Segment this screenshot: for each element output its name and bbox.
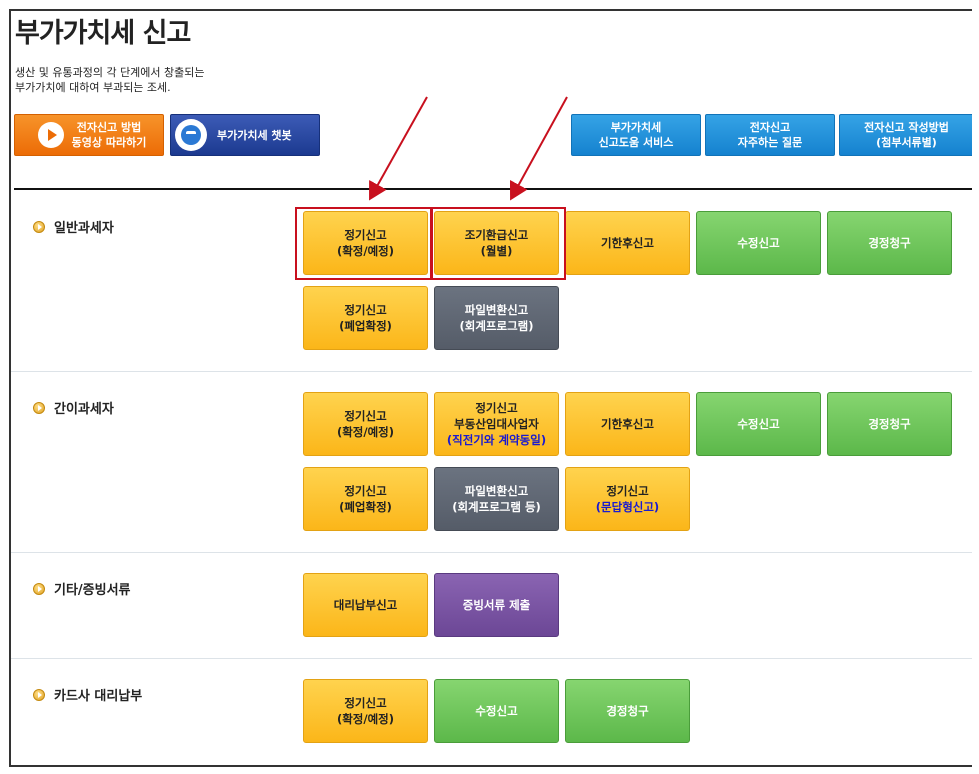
button-note: (직전기와 계약동일) — [446, 433, 547, 447]
main-frame: 부가가치세 신고 생산 및 유통과정의 각 단계에서 창출되는 부가가치에 대하… — [9, 9, 972, 767]
section-separator — [11, 658, 972, 659]
button-label-line1: 파일변환신고 — [464, 484, 529, 498]
simple-correction-claim-button[interactable]: 경정청구 — [827, 392, 952, 456]
general-closure-filing-button[interactable]: 정기신고 (폐업확정) — [303, 286, 428, 350]
button-label: 수정신고 — [737, 236, 780, 250]
video-guide-label: 전자신고 방법 동영상 따라하기 — [72, 120, 147, 150]
chatbot-label: 부가가치세 챗봇 — [217, 128, 292, 142]
button-label-line1: 정기신고 — [344, 484, 387, 498]
button-label-line1: 파일변환신고 — [464, 303, 529, 317]
faq-label-line1: 전자신고 — [749, 121, 791, 134]
button-label-line2: (확정/예정) — [336, 425, 395, 439]
filing-help-service-button[interactable]: 부가가치세 신고도움 서비스 — [571, 114, 701, 156]
button-label: 대리납부신고 — [333, 598, 398, 612]
video-guide-label-line2: 동영상 따라하기 — [71, 136, 147, 149]
general-file-conversion-button[interactable]: 파일변환신고 (회계프로그램) — [434, 286, 559, 350]
button-label-line2: (확정/예정) — [336, 244, 395, 258]
button-label-line2: (월별) — [480, 244, 513, 258]
filing-guide-label-line1: 전자신고 작성방법 — [864, 121, 949, 134]
simple-closure-filing-button[interactable]: 정기신고 (폐업확정) — [303, 467, 428, 531]
button-label: 증빙서류 제출 — [462, 598, 531, 612]
simple-regular-filing-button[interactable]: 정기신고 (확정/예정) — [303, 392, 428, 456]
section-separator — [11, 371, 972, 372]
general-late-filing-button[interactable]: 기한후신고 — [565, 211, 690, 275]
category-general-taxpayer: 일반과세자 — [33, 217, 114, 236]
bullet-icon — [33, 582, 45, 595]
video-guide-button[interactable]: 전자신고 방법 동영상 따라하기 — [14, 114, 164, 156]
general-amended-filing-button[interactable]: 수정신고 — [696, 211, 821, 275]
simple-late-filing-button[interactable]: 기한후신고 — [565, 392, 690, 456]
button-label-line1: 조기환급신고 — [464, 228, 529, 242]
category-card-proxy-payment: 카드사 대리납부 — [33, 685, 142, 704]
chatbot-icon — [175, 119, 207, 151]
category-title: 카드사 대리납부 — [54, 689, 143, 704]
simple-real-estate-lease-filing-button[interactable]: 정기신고 부동산임대사업자 (직전기와 계약동일) — [434, 392, 559, 456]
simple-qa-filing-button[interactable]: 정기신고 (문답형신고) — [565, 467, 690, 531]
button-label: 경정청구 — [606, 704, 649, 718]
button-label-line1: 정기신고 — [344, 228, 387, 242]
card-correction-claim-button[interactable]: 경정청구 — [565, 679, 690, 743]
arrow-to-early-refund — [509, 96, 568, 201]
filing-guide-label-line2: (첨부서류별) — [876, 136, 937, 149]
play-icon — [37, 122, 64, 148]
simple-amended-filing-button[interactable]: 수정신고 — [696, 392, 821, 456]
submit-documents-button[interactable]: 증빙서류 제출 — [434, 573, 559, 637]
button-label-line1: 정기신고 — [475, 401, 518, 415]
arrow-to-regular-filing — [369, 96, 428, 201]
divider — [14, 188, 972, 190]
button-label: 수정신고 — [737, 417, 780, 431]
simple-file-conversion-button[interactable]: 파일변환신고 (회계프로그램 등) — [434, 467, 559, 531]
filing-help-label-line1: 부가가치세 — [610, 121, 662, 134]
bullet-icon — [33, 688, 45, 701]
button-label: 경정청구 — [868, 236, 911, 250]
proxy-payment-filing-button[interactable]: 대리납부신고 — [303, 573, 428, 637]
chatbot-button[interactable]: 부가가치세 챗봇 — [170, 114, 320, 156]
category-etc-documents: 기타/증빙서류 — [33, 579, 131, 598]
button-note: (문답형신고) — [595, 500, 660, 514]
button-label-line1: 정기신고 — [344, 696, 387, 710]
page-title: 부가가치세 신고 — [15, 18, 191, 49]
description-line: 생산 및 유통과정의 각 단계에서 창출되는 — [15, 66, 205, 79]
card-amended-filing-button[interactable]: 수정신고 — [434, 679, 559, 743]
button-label-line2: (폐업확정) — [339, 319, 392, 333]
button-label-line1: 정기신고 — [344, 409, 387, 423]
faq-button[interactable]: 전자신고 자주하는 질문 — [705, 114, 835, 156]
bullet-icon — [33, 401, 45, 414]
bullet-icon — [33, 220, 45, 233]
button-label-line2: (확정/예정) — [336, 712, 395, 726]
filing-help-label-line2: 신고도움 서비스 — [598, 136, 674, 149]
general-correction-claim-button[interactable]: 경정청구 — [827, 211, 952, 275]
category-title: 간이과세자 — [54, 402, 114, 417]
general-early-refund-button[interactable]: 조기환급신고 (월별) — [434, 211, 559, 275]
section-separator — [11, 552, 972, 553]
button-label: 기한후신고 — [601, 236, 654, 250]
video-guide-label-line1: 전자신고 방법 — [76, 121, 142, 134]
page-description: 생산 및 유통과정의 각 단계에서 창출되는 부가가치에 대하여 부과되는 조세… — [15, 65, 205, 95]
button-label-line1: 정기신고 — [606, 484, 649, 498]
button-label: 기한후신고 — [601, 417, 654, 431]
button-label: 수정신고 — [475, 704, 518, 718]
button-label-line2: (회계프로그램) — [459, 319, 534, 333]
category-title: 기타/증빙서류 — [54, 583, 131, 598]
button-label-line2: 부동산임대사업자 — [454, 417, 539, 431]
annotation-arrows — [369, 96, 568, 201]
category-title: 일반과세자 — [54, 221, 114, 236]
button-label-line2: (폐업확정) — [339, 500, 392, 514]
description-line: 부가가치에 대하여 부과되는 조세. — [15, 81, 171, 94]
category-simplified-taxpayer: 간이과세자 — [33, 398, 114, 417]
card-regular-filing-button[interactable]: 정기신고 (확정/예정) — [303, 679, 428, 743]
button-label-line1: 정기신고 — [344, 303, 387, 317]
button-label-line2: (회계프로그램 등) — [452, 500, 541, 514]
faq-label-line2: 자주하는 질문 — [737, 136, 803, 149]
general-regular-filing-button[interactable]: 정기신고 (확정/예정) — [303, 211, 428, 275]
filing-guide-button[interactable]: 전자신고 작성방법 (첨부서류별) — [839, 114, 972, 156]
button-label: 경정청구 — [868, 417, 911, 431]
